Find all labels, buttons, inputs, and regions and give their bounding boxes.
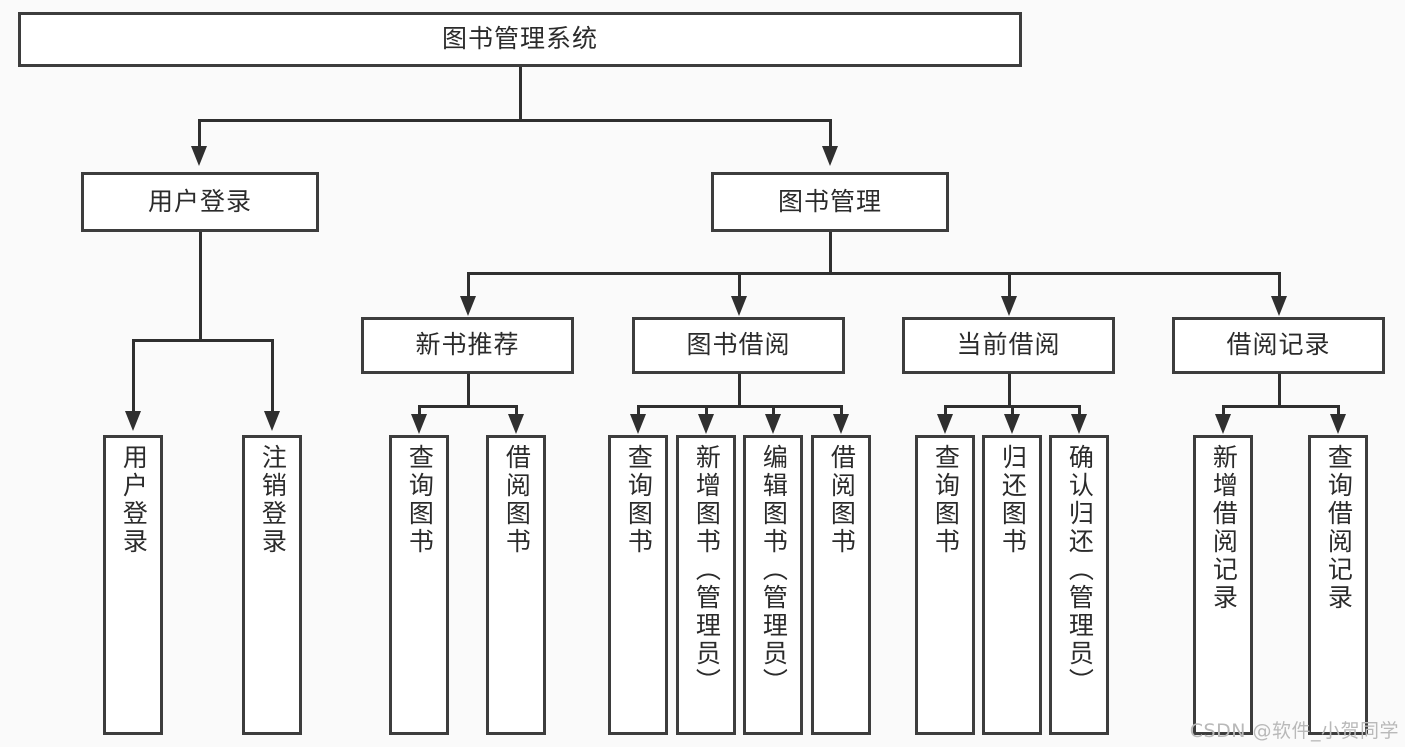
leaf-current-borrow-3[interactable]: 确认归还（管理员） bbox=[1049, 435, 1109, 735]
node-user-login[interactable]: 用户登录 bbox=[81, 172, 319, 232]
connector-to-borrow-record bbox=[1278, 272, 1281, 296]
connector-to-current-borrow bbox=[1008, 272, 1011, 296]
leaf-book-borrow-2[interactable]: 新增图书（管理员） bbox=[676, 435, 736, 735]
connector-new-book-recommend-bus bbox=[418, 405, 517, 408]
leaf-current-borrow-2[interactable]: 归还图书 bbox=[982, 435, 1042, 735]
connector-bb-leaf-3 bbox=[772, 405, 775, 414]
arrowhead-user-login-leaf-1 bbox=[125, 411, 141, 431]
leaf-new-book-recommend-2[interactable]: 借阅图书 bbox=[486, 435, 546, 735]
arrowhead-nbr-leaf-2 bbox=[508, 414, 524, 434]
connector-user-login-to-leaf-1 bbox=[132, 339, 135, 411]
connector-book-borrow-bus bbox=[637, 405, 841, 408]
connector-root-to-user-login bbox=[198, 119, 201, 146]
node-root-book-management-system[interactable]: 图书管理系统 bbox=[18, 12, 1022, 67]
node-book-management[interactable]: 图书管理 bbox=[711, 172, 949, 232]
arrowhead-bb-leaf-4 bbox=[833, 414, 849, 434]
node-label: 新增借阅记录 bbox=[1209, 444, 1239, 612]
node-borrow-record[interactable]: 借阅记录 bbox=[1172, 317, 1385, 374]
leaf-user-login-1[interactable]: 用户登录 bbox=[103, 435, 163, 735]
arrowhead-bb-leaf-3 bbox=[765, 414, 781, 434]
connector-user-login-bus bbox=[132, 339, 274, 342]
connector-br-leaf-1 bbox=[1222, 405, 1225, 414]
connector-root-stem bbox=[519, 67, 522, 119]
leaf-book-borrow-1[interactable]: 查询图书 bbox=[608, 435, 668, 735]
connector-cb-leaf-1 bbox=[944, 405, 947, 414]
node-label: 归还图书 bbox=[998, 444, 1028, 556]
node-label: 编辑图书（管理员） bbox=[759, 444, 789, 696]
arrowhead-bb-leaf-1 bbox=[630, 414, 646, 434]
connector-cb-leaf-3 bbox=[1078, 405, 1081, 414]
connector-root-to-book-management bbox=[829, 119, 832, 146]
connector-user-login-stem bbox=[199, 232, 202, 339]
node-label: 确认归还（管理员） bbox=[1065, 444, 1095, 696]
node-label: 查询图书 bbox=[405, 444, 435, 556]
node-label: 借阅记录 bbox=[1226, 330, 1331, 360]
arrowhead-borrow-record bbox=[1271, 296, 1287, 316]
arrowhead-new-book-recommend bbox=[460, 296, 476, 316]
leaf-book-borrow-3[interactable]: 编辑图书（管理员） bbox=[743, 435, 803, 735]
connector-level2-bus bbox=[467, 272, 1281, 275]
connector-br-leaf-2 bbox=[1337, 405, 1340, 414]
connector-to-new-book-recommend bbox=[467, 272, 470, 296]
node-label: 新书推荐 bbox=[415, 330, 520, 360]
connector-bb-leaf-1 bbox=[637, 405, 640, 414]
arrowhead-user-login-leaf-2 bbox=[264, 411, 280, 431]
arrowhead-book-borrow bbox=[731, 296, 747, 316]
node-book-borrow[interactable]: 图书借阅 bbox=[632, 317, 845, 374]
connector-user-login-to-leaf-2 bbox=[271, 339, 274, 411]
node-label: 用户登录 bbox=[147, 186, 252, 216]
connector-book-borrow-stem bbox=[738, 374, 741, 405]
node-label: 查询借阅记录 bbox=[1324, 444, 1354, 612]
connector-borrow-record-bus bbox=[1222, 405, 1339, 408]
node-current-borrow[interactable]: 当前借阅 bbox=[902, 317, 1115, 374]
connector-bb-leaf-4 bbox=[840, 405, 843, 414]
node-label: 当前借阅 bbox=[956, 330, 1061, 360]
connector-cb-leaf-2 bbox=[1011, 405, 1014, 414]
connector-to-book-borrow bbox=[738, 272, 741, 296]
leaf-borrow-record-1[interactable]: 新增借阅记录 bbox=[1193, 435, 1253, 735]
connector-nbr-leaf-2 bbox=[515, 405, 518, 414]
connector-borrow-record-stem bbox=[1278, 374, 1281, 405]
connector-current-borrow-stem bbox=[1008, 374, 1011, 405]
leaf-user-login-2[interactable]: 注销登录 bbox=[242, 435, 302, 735]
arrowhead-current-borrow bbox=[1001, 296, 1017, 316]
node-label: 图书管理系统 bbox=[441, 24, 598, 54]
node-new-book-recommend[interactable]: 新书推荐 bbox=[361, 317, 574, 374]
leaf-new-book-recommend-1[interactable]: 查询图书 bbox=[389, 435, 449, 735]
arrowhead-br-leaf-1 bbox=[1215, 414, 1231, 434]
leaf-book-borrow-4[interactable]: 借阅图书 bbox=[811, 435, 871, 735]
arrowhead-cb-leaf-3 bbox=[1071, 414, 1087, 434]
leaf-current-borrow-1[interactable]: 查询图书 bbox=[915, 435, 975, 735]
leaf-borrow-record-2[interactable]: 查询借阅记录 bbox=[1308, 435, 1368, 735]
connector-new-book-recommend-stem bbox=[467, 374, 470, 405]
node-label: 查询图书 bbox=[624, 444, 654, 556]
arrowhead-user-login bbox=[191, 146, 207, 166]
node-label: 新增图书（管理员） bbox=[692, 444, 722, 696]
node-label: 查询图书 bbox=[931, 444, 961, 556]
node-label: 借阅图书 bbox=[502, 444, 532, 556]
arrowhead-book-management bbox=[822, 146, 838, 166]
node-label: 用户登录 bbox=[119, 444, 149, 556]
node-label: 注销登录 bbox=[258, 444, 288, 556]
arrowhead-cb-leaf-2 bbox=[1004, 414, 1020, 434]
connector-nbr-leaf-1 bbox=[418, 405, 421, 414]
connector-root-bus bbox=[198, 119, 832, 122]
arrowhead-cb-leaf-1 bbox=[937, 414, 953, 434]
node-label: 图书借阅 bbox=[686, 330, 791, 360]
arrowhead-bb-leaf-2 bbox=[698, 414, 714, 434]
connector-bb-leaf-2 bbox=[705, 405, 708, 414]
arrowhead-br-leaf-2 bbox=[1330, 414, 1346, 434]
node-label: 图书管理 bbox=[777, 186, 882, 216]
node-label: 借阅图书 bbox=[827, 444, 857, 556]
arrowhead-nbr-leaf-1 bbox=[411, 414, 427, 434]
connector-book-management-stem bbox=[829, 232, 832, 272]
